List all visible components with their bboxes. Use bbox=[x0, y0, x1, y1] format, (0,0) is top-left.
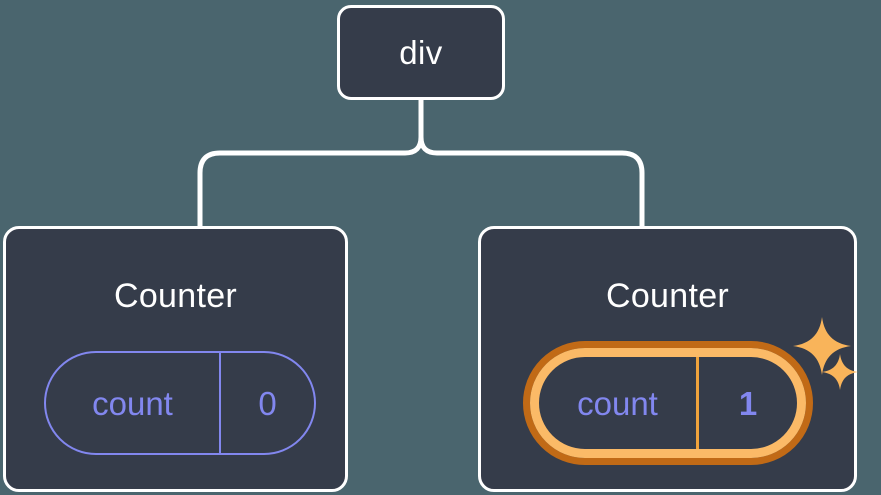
tree-node-div[interactable]: div bbox=[337, 5, 505, 100]
tree-node-counter-right[interactable]: Counter count 1 bbox=[478, 226, 857, 492]
state-pill-right-highlight-ring[interactable]: count 1 bbox=[523, 341, 813, 465]
sparkle-small-icon bbox=[822, 354, 858, 390]
connector-right bbox=[418, 97, 645, 229]
state-key-left: count bbox=[92, 384, 173, 422]
tree-node-div-label: div bbox=[399, 34, 443, 71]
tree-node-counter-left[interactable]: Counter count 0 bbox=[3, 226, 348, 492]
state-pill-left[interactable]: count 0 bbox=[44, 351, 316, 455]
connector-left bbox=[197, 97, 424, 229]
state-value-cell-left: 0 bbox=[221, 353, 314, 453]
state-pill-right: count 1 bbox=[530, 348, 806, 458]
sparkle-large-icon bbox=[793, 317, 851, 375]
state-value-right: 1 bbox=[738, 384, 758, 422]
state-key-cell-right: count bbox=[539, 357, 699, 449]
state-key-right: count bbox=[577, 384, 658, 422]
state-value-cell-right: 1 bbox=[699, 357, 797, 449]
state-value-left: 0 bbox=[258, 384, 277, 422]
state-key-cell-left: count bbox=[46, 353, 221, 453]
counter-left-title: Counter bbox=[113, 277, 238, 315]
counter-right-title: Counter bbox=[605, 277, 730, 315]
